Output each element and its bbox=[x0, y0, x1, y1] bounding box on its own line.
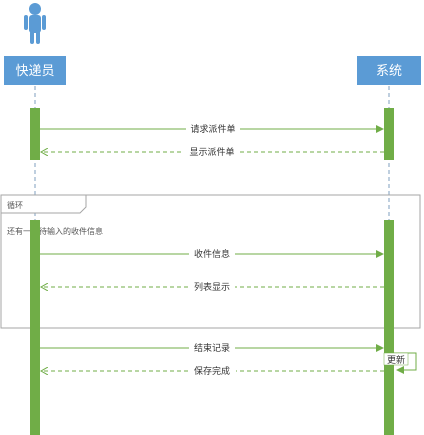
message-save-done-label: 保存完成 bbox=[194, 365, 230, 377]
message-save-done: 保存完成 bbox=[41, 365, 384, 377]
courier-head: 快递员 bbox=[4, 56, 66, 85]
message-request-label: 请求派件单 bbox=[190, 123, 235, 135]
system-activation-2 bbox=[384, 220, 394, 435]
message-end-record-label: 结束记录 bbox=[194, 342, 230, 354]
actor-person-icon bbox=[24, 3, 46, 44]
message-receipt-info: 收件信息 bbox=[40, 248, 384, 260]
message-list-show-label: 列表显示 bbox=[194, 281, 230, 293]
message-receipt-info-label: 收件信息 bbox=[194, 248, 230, 260]
message-end-record: 结束记录 bbox=[40, 342, 384, 354]
message-request: 请求派件单 bbox=[40, 123, 384, 135]
message-update-self: 更新 bbox=[383, 352, 417, 374]
loop-label: 循环 bbox=[7, 200, 23, 210]
courier-label: 快递员 bbox=[15, 64, 54, 79]
message-update-label: 更新 bbox=[387, 354, 405, 366]
courier-activation-1 bbox=[30, 108, 40, 160]
message-list-show: 列表显示 bbox=[41, 281, 384, 293]
message-show-label: 显示派件单 bbox=[189, 146, 234, 158]
system-label: 系统 bbox=[376, 64, 402, 79]
system-head: 系统 bbox=[357, 56, 421, 85]
loop-guard: 还有一个待输入的收件信息 bbox=[7, 226, 103, 236]
courier-activation-2 bbox=[30, 220, 40, 435]
system-activation-1 bbox=[384, 108, 394, 160]
loop-frame: 循环 还有一个待输入的收件信息 bbox=[0, 194, 421, 329]
message-show: 显示派件单 bbox=[41, 146, 384, 158]
